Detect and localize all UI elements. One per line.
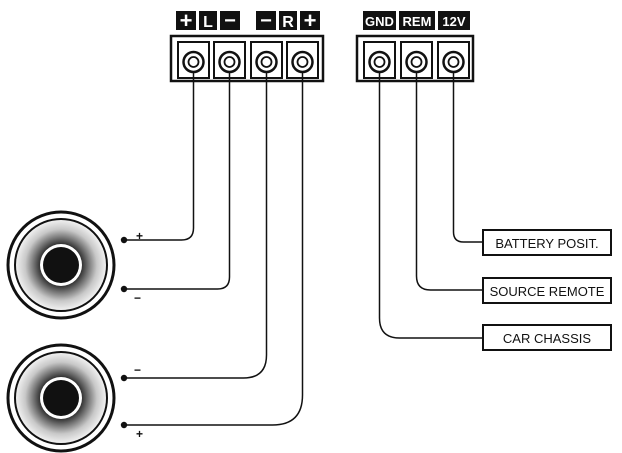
chassis-label: CAR CHASSIS — [503, 331, 591, 346]
power-terminal-block — [355, 34, 475, 83]
left-letter-badge — [199, 11, 217, 30]
speaker1-bottom-sign: − — [134, 291, 141, 305]
left-plus-label: + — [180, 8, 193, 33]
chassis-label-box: CAR CHASSIS — [482, 324, 612, 351]
wire-right-minus — [124, 72, 268, 379]
right-plus-label: + — [304, 8, 317, 33]
speaker-left — [6, 210, 116, 320]
speaker1-top-sign: + — [136, 229, 143, 243]
terminal-left-minus — [213, 41, 246, 79]
battery-label: BATTERY POSIT. — [495, 236, 598, 251]
wire-dot — [120, 236, 128, 244]
v12-label: 12V — [442, 14, 465, 29]
speaker2-top-sign: − — [134, 363, 141, 377]
power-terminal-header: GND REM 12V — [363, 11, 470, 30]
left-minus-badge — [220, 11, 240, 30]
speaker-right — [6, 343, 116, 453]
wire-12v — [452, 72, 483, 243]
left-letter-label: L — [203, 14, 213, 31]
battery-label-box: BATTERY POSIT. — [482, 229, 612, 256]
right-plus-badge — [300, 11, 320, 30]
speaker-terminal-header: + L − − R + — [176, 8, 320, 33]
speaker2-bottom-sign: + — [136, 427, 143, 441]
right-minus-label: − — [260, 10, 272, 32]
wire-right-plus — [124, 72, 304, 426]
wire-left-minus — [124, 72, 231, 290]
speaker-wires — [124, 72, 304, 426]
power-wires — [378, 72, 483, 339]
right-minus-badge — [256, 11, 276, 30]
speaker-wire-dots — [120, 236, 128, 429]
wire-gnd — [378, 72, 483, 339]
rem-label: REM — [403, 14, 432, 29]
remote-label-box: SOURCE REMOTE — [482, 277, 612, 304]
right-letter-label: R — [282, 14, 294, 31]
wire-dot — [120, 421, 128, 429]
gnd-badge — [363, 11, 396, 30]
rem-badge — [399, 11, 435, 30]
right-letter-badge — [279, 11, 297, 30]
v12-badge — [438, 11, 470, 30]
terminal-right-minus — [250, 41, 283, 79]
gnd-label: GND — [365, 14, 394, 29]
wire-dot — [120, 374, 128, 382]
wire-dot — [120, 285, 128, 293]
left-plus-badge — [176, 11, 196, 30]
speaker-terminal-block — [169, 34, 325, 83]
wire-left-plus — [124, 72, 195, 241]
left-minus-label: − — [224, 10, 236, 32]
wire-rem — [415, 72, 483, 291]
remote-label: SOURCE REMOTE — [490, 284, 605, 299]
